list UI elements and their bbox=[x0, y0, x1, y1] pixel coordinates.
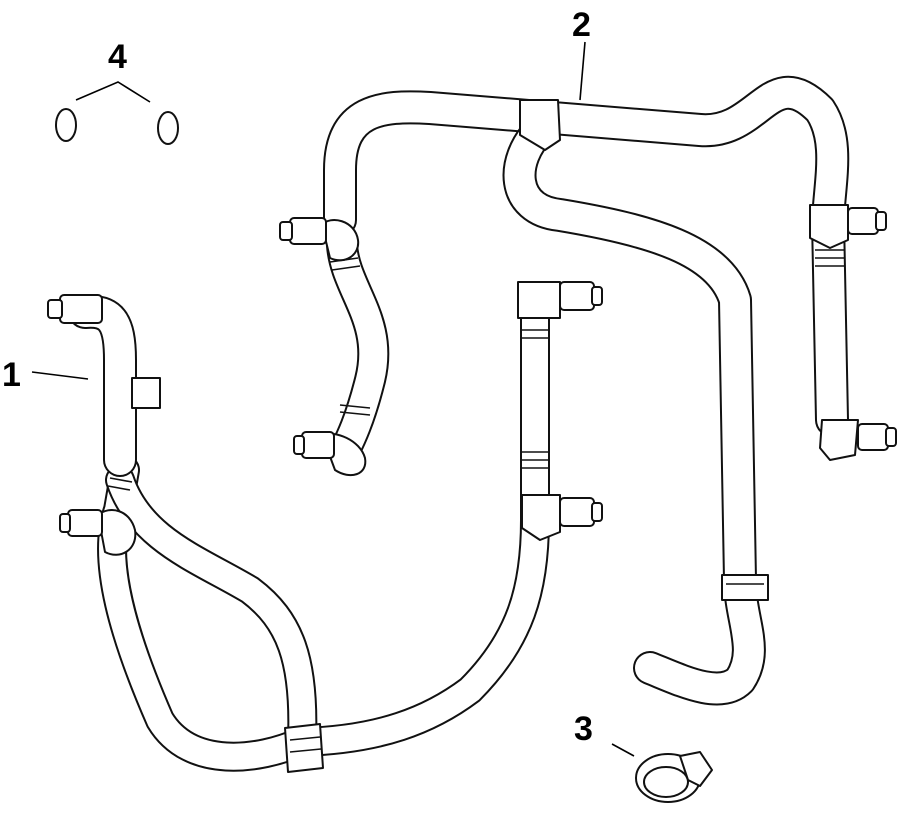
tee-fitting-icon bbox=[519, 99, 561, 151]
callout-4: 4 bbox=[108, 38, 127, 76]
hose-clamp-3 bbox=[611, 743, 713, 803]
nipple-fittings-left bbox=[47, 281, 603, 537]
clamp-icon bbox=[284, 723, 324, 773]
o-rings-4 bbox=[55, 81, 179, 145]
callout-3: 3 bbox=[574, 710, 593, 748]
callout-1: 1 bbox=[2, 356, 21, 394]
leader-line-1 bbox=[31, 371, 89, 380]
leader-line-2 bbox=[579, 41, 586, 101]
hose-2 bbox=[321, 75, 859, 706]
clamp-icon bbox=[721, 574, 769, 601]
callout-2: 2 bbox=[572, 6, 591, 44]
nipple-fittings-right bbox=[279, 207, 897, 459]
tee-fitting-icon bbox=[521, 494, 561, 541]
hose-1 bbox=[68, 281, 561, 773]
